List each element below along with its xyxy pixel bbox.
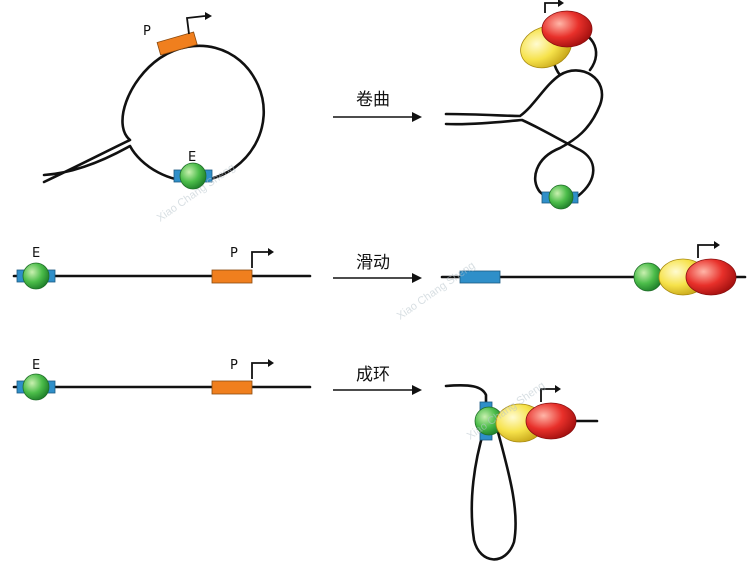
promoter-box — [211, 380, 253, 395]
tss-arrowhead — [205, 12, 212, 20]
row-looping-after — [444, 383, 599, 561]
tss-arrow — [185, 15, 206, 35]
mechanism-label-curling: 卷曲 — [356, 90, 390, 110]
promoter-label: P — [230, 246, 238, 261]
arrow-sliding: 滑动 — [333, 253, 422, 283]
enhancer-label: E — [32, 246, 40, 261]
row-curling-after — [444, 0, 604, 210]
enhancer-protein — [22, 262, 50, 290]
tss-arrow — [697, 244, 714, 258]
enhancer-protein — [22, 373, 50, 401]
red-protein — [525, 402, 577, 440]
dna-loop-top — [444, 383, 488, 412]
enhancer-protein — [179, 162, 207, 190]
tss-arrow — [544, 2, 558, 13]
promoter-box — [156, 31, 198, 56]
tss-arrowhead — [555, 385, 561, 393]
enhancer-site — [459, 270, 501, 284]
dna-loop-bottom — [470, 428, 517, 561]
dna-curled — [444, 69, 604, 203]
row-looping-before: E P — [12, 358, 312, 401]
promoter-label: P — [143, 24, 151, 39]
red-protein — [541, 10, 593, 48]
tss-arrowhead — [714, 241, 720, 249]
enhancer-label: E — [32, 358, 40, 373]
tss-arrowhead — [558, 0, 564, 7]
tss-arrowhead — [268, 248, 274, 256]
mechanism-label-looping: 成环 — [356, 365, 390, 385]
tss-arrow — [540, 388, 555, 402]
row-sliding-after — [440, 241, 747, 296]
mechanism-label-sliding: 滑动 — [356, 253, 390, 273]
row-sliding-before: E P — [12, 246, 312, 290]
promoter-label: P — [230, 358, 238, 373]
tss-arrowhead — [268, 359, 274, 367]
tss-arrow — [251, 251, 268, 268]
arrow-looping: 成环 — [333, 365, 422, 395]
red-protein — [685, 258, 737, 296]
tss-arrow — [251, 362, 268, 379]
arrow-curling: 卷曲 — [333, 90, 422, 122]
watermark: Xiao Chang Sheng — [395, 260, 478, 323]
dna-loop-circle — [42, 44, 265, 184]
enhancer-label: E — [188, 150, 196, 165]
enhancer-protein — [548, 184, 574, 210]
promoter-box — [211, 269, 253, 284]
enhancer-protein — [633, 262, 663, 292]
row-curling-before: P E — [42, 12, 265, 190]
